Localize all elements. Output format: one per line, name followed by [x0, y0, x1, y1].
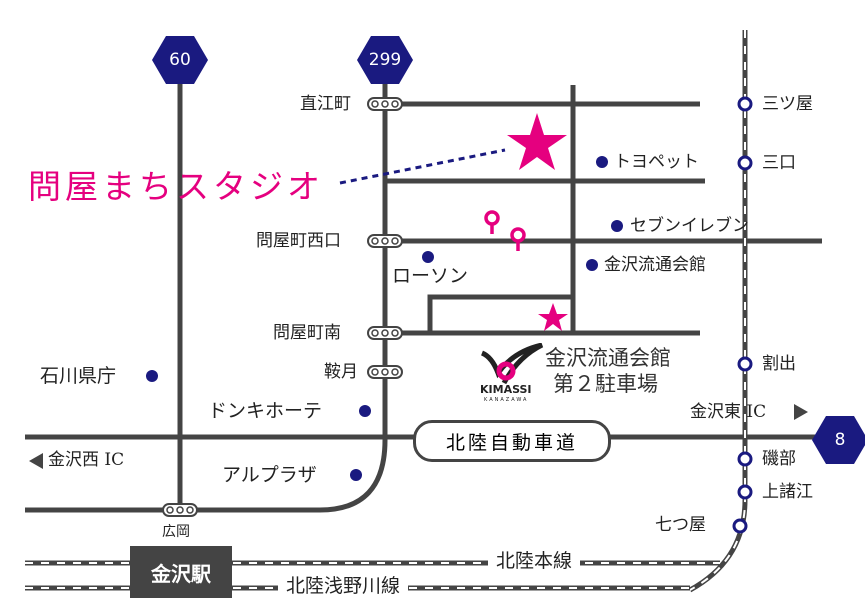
- parking-line2: 第２駐車場: [553, 372, 658, 397]
- landmark-label: 石川県庁: [40, 365, 117, 387]
- kimassi-sub-text: KANAZAWA: [484, 397, 528, 403]
- pin-icons: [484, 210, 526, 251]
- rail-station-label: 三ツ屋: [762, 94, 813, 114]
- studio-logo: 問屋まちスタジオ: [28, 167, 324, 206]
- rail-station-label: 磯部: [762, 449, 796, 469]
- interchange-west-label: 金沢西 IC: [48, 450, 125, 470]
- parking-star-icon: [538, 303, 568, 331]
- rail-line-label: 北陸浅野川線: [278, 577, 409, 596]
- rail-station-label: 七つ屋: [655, 515, 706, 535]
- kanazawa-station: 金沢駅: [130, 546, 232, 598]
- studio-pointer: [339, 148, 506, 185]
- rail-station-label: 割出: [762, 354, 796, 374]
- interchange-east-label: 金沢東 IC: [690, 402, 767, 422]
- landmark-label: ローソン: [392, 265, 469, 287]
- station-label: 広岡: [162, 524, 190, 540]
- rail-line-label: 北陸本線: [488, 552, 581, 571]
- arrow-left-icon: [29, 453, 43, 469]
- kimassi-brand-text: KIMASSI: [480, 383, 532, 396]
- landmark-dots: [146, 156, 623, 481]
- station-label: 問屋町南: [273, 323, 341, 343]
- station-label: 鞍月: [324, 362, 358, 382]
- kimassi-logo: KIMASSI KANAZAWA: [478, 343, 548, 403]
- landmark-label: トヨペット: [614, 152, 699, 172]
- parking-line1: 金沢流通会館: [545, 346, 671, 370]
- station-label: 問屋町西口: [256, 231, 341, 251]
- station-label: 直江町: [300, 94, 351, 114]
- studio-star-icon: [507, 113, 567, 170]
- rail-stations: [732, 96, 753, 534]
- landmark-label: セブンイレブン: [630, 216, 749, 236]
- landmark-label: 金沢流通会館: [604, 255, 706, 275]
- route-299-sign: 299: [357, 36, 413, 84]
- parking-label: 金沢流通会館 第２駐車場: [545, 345, 671, 398]
- highway-label: 北陸自動車道: [413, 420, 611, 462]
- rail-station-label: 三口: [762, 153, 796, 173]
- landmark-label: ドンキホーテ: [208, 400, 323, 422]
- landmark-label: アルプラザ: [222, 464, 317, 486]
- rail-station-label: 上諸江: [762, 482, 813, 502]
- arrow-right-icon: [794, 404, 808, 420]
